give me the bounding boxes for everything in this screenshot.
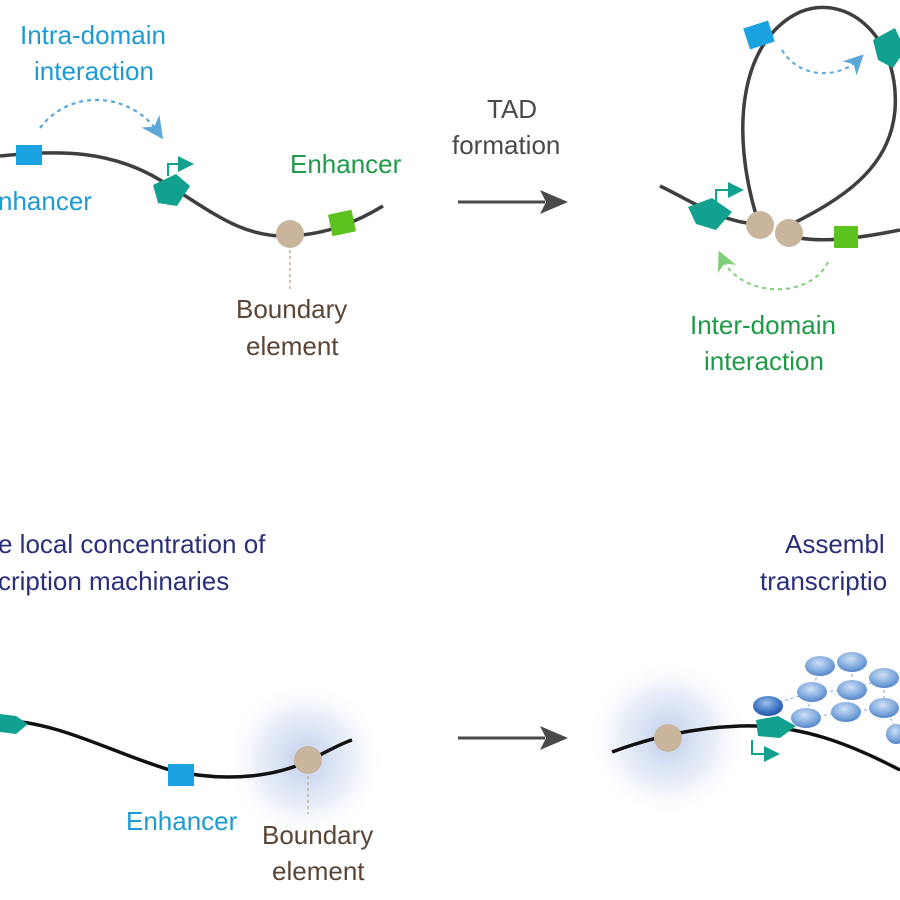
protein (837, 652, 867, 672)
boundary-element-b-right (654, 724, 682, 752)
boundary-label-b-line1: Boundary (262, 820, 373, 850)
local-concentration-title-line2: cription machinaries (0, 566, 229, 596)
enhancer-label-b: Enhancer (126, 806, 238, 836)
enhancer-green-box-a (327, 209, 357, 237)
boundary-label-a-line2: element (246, 331, 339, 361)
protein (797, 682, 827, 702)
protein (869, 668, 899, 688)
inter-domain-arrow (717, 250, 829, 291)
promoter-gene-a-right (688, 182, 744, 230)
chromatin-fiber-b-right (611, 724, 900, 772)
enhancer-green-label: Enhancer (290, 149, 402, 179)
panel-b-right: Assembl transcriptio (588, 529, 900, 818)
enhancer-blue-box-loop (743, 20, 775, 50)
tad-transition: TAD formation (452, 94, 568, 214)
protein-dark (753, 696, 783, 716)
promoter-gene-b-left (0, 714, 28, 734)
panel-b-left: e local concentration of cription machin… (0, 529, 385, 886)
boundary-element-a (276, 220, 304, 248)
assembly-title-line2: transcriptio (760, 566, 887, 596)
tad-label-line1: TAD (487, 94, 537, 124)
protein (886, 724, 900, 744)
inter-domain-label-line1: Inter-domain (690, 310, 836, 340)
intra-domain-arrow (39, 98, 164, 140)
promoter-gene-b-right (751, 716, 796, 762)
protein (831, 702, 861, 722)
enhancer-blue-label: nhancer (0, 186, 92, 216)
protein (805, 656, 835, 676)
protein (837, 680, 867, 700)
protein (791, 708, 821, 728)
transition-arrow-head (540, 726, 568, 750)
assembly-title-line1: Assembl (785, 529, 885, 559)
panel-a-left: Intra-domain interaction nhancer Enhance… (0, 20, 402, 361)
enhancer-blue-box (16, 145, 42, 165)
intra-domain-label-line1: Intra-domain (20, 20, 166, 50)
inter-domain-label-line2: interaction (704, 346, 824, 376)
tad-arrow-head (540, 190, 568, 214)
boundary-label-a-line1: Boundary (236, 294, 347, 324)
promoter-gene-a (153, 156, 194, 206)
tad-label-line2: formation (452, 130, 560, 160)
protein (869, 698, 899, 718)
enhancer-green-box-a-right (834, 226, 858, 248)
local-concentration-title-line1: e local concentration of (0, 529, 266, 559)
boundary-label-b-line2: element (272, 856, 365, 886)
chromatin-loop (741, 5, 897, 228)
boundary-element-b (294, 746, 322, 774)
panel-a-right: Inter-domain interaction (659, 5, 900, 376)
enhancer-blue-box-b (168, 764, 194, 786)
intra-domain-arrow-loop (781, 49, 864, 76)
intra-domain-label-line2: interaction (34, 56, 154, 86)
chromatin-fiber-b-left (0, 718, 353, 779)
boundary-element-a-right-1 (746, 211, 774, 239)
promoter-gene-loop (873, 28, 900, 68)
panel-b-transition (458, 726, 568, 750)
boundary-element-a-right-2 (775, 219, 803, 247)
